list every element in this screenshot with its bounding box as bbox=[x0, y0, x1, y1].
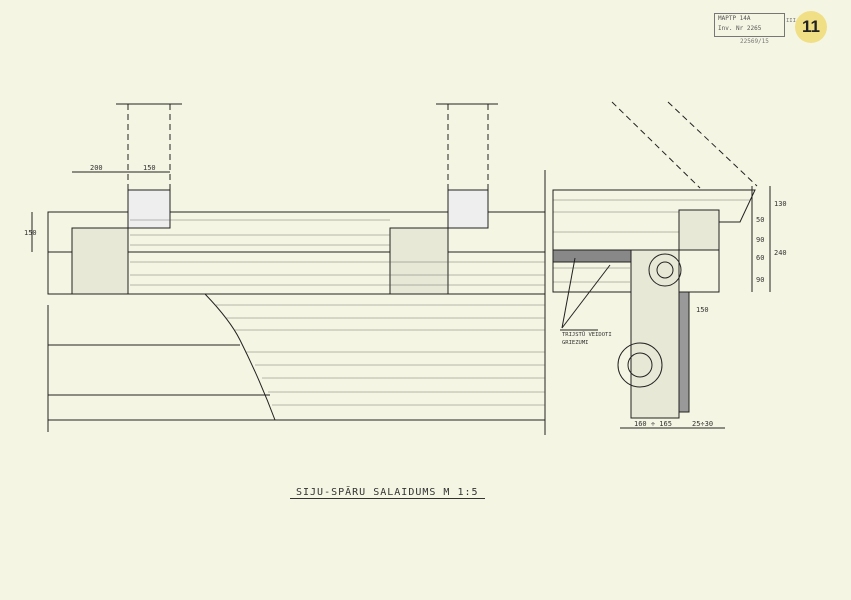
dim-240: 240 bbox=[774, 249, 787, 257]
right-section bbox=[552, 101, 771, 429]
dim-130: 130 bbox=[774, 200, 787, 208]
wood-grain bbox=[130, 199, 750, 406]
dim-150-right: 150 bbox=[696, 306, 709, 314]
archive-stamp: МАРТР 14А Inv. Nr 2265 bbox=[714, 13, 785, 37]
dim-90b: 90 bbox=[756, 276, 764, 284]
dim-200: 200 bbox=[90, 164, 103, 172]
dim-50: 50 bbox=[756, 216, 764, 224]
dim-150-side: 150 bbox=[24, 229, 37, 237]
dim-bottom-width: 160 ÷ 165 bbox=[634, 420, 672, 428]
dim-150-top: 150 bbox=[143, 164, 156, 172]
dimension-labels: 200 150 150 130 50 90 60 90 240 150 160 … bbox=[24, 164, 787, 428]
page-number-badge: 11 bbox=[795, 11, 827, 43]
note-line2: GRIEZUMI bbox=[562, 340, 589, 346]
stamp-side: III bbox=[786, 18, 796, 24]
stamp-line2: Inv. Nr 2265 bbox=[718, 25, 762, 32]
drawing-title: SIJU-SPĀRU SALAIDUMS M 1:5 bbox=[290, 487, 485, 499]
archive-number: 22569/15 bbox=[740, 38, 769, 45]
dim-board: 25÷30 bbox=[692, 420, 713, 428]
stamp-line1: МАРТР 14А bbox=[718, 15, 751, 22]
note-line1: TRIJSTŪ VEIDOTI bbox=[562, 332, 612, 338]
left-elevation bbox=[31, 103, 546, 435]
dim-90a: 90 bbox=[756, 236, 764, 244]
dim-60: 60 bbox=[756, 254, 764, 262]
